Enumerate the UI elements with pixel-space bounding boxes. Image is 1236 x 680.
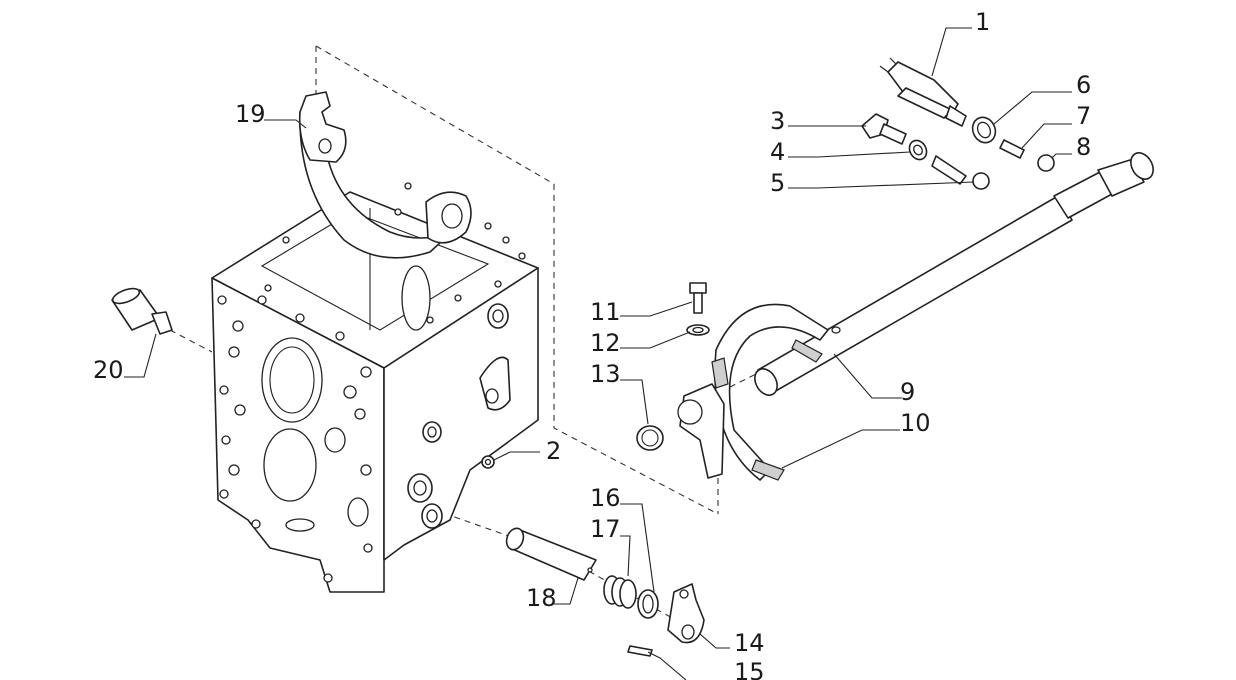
bolt-part-11 [689, 282, 707, 314]
callout-12: 12 [590, 329, 621, 357]
spring-part-5 [931, 155, 990, 190]
callout-5: 5 [770, 169, 785, 197]
callout-4: 4 [770, 138, 785, 166]
callout-8: 8 [1076, 133, 1091, 161]
callout-15: 15 [734, 658, 765, 680]
callout-18: 18 [526, 584, 557, 612]
top-face-bolt-holes [264, 182, 526, 324]
seal-ring-part-6 [971, 116, 997, 144]
callout-19: 19 [235, 100, 266, 128]
selector-rod-part-9 [754, 152, 1154, 396]
ball-part-8 [1037, 154, 1055, 172]
callout-17: 17 [590, 515, 621, 543]
callout-1: 1 [975, 8, 990, 36]
callout-6: 6 [1076, 71, 1091, 99]
washer-part-12 [686, 324, 710, 336]
lever-part-14 [667, 583, 705, 644]
callout-14: 14 [734, 629, 765, 657]
selector-fork-part-10 [677, 303, 829, 481]
bolt-part-3 [861, 113, 907, 145]
small-nut-part-2 [481, 455, 495, 469]
housing-bolt-holes [217, 295, 373, 583]
switch-part-1 [879, 57, 967, 127]
callout-leaders [124, 27, 1072, 680]
callout-16: 16 [590, 484, 621, 512]
shift-fork-part-19 [298, 91, 472, 259]
callout-20: 20 [93, 356, 124, 384]
ring-part-16 [637, 589, 659, 619]
pin-part-7 [999, 139, 1025, 159]
spring-part-17 [603, 575, 637, 609]
bushing-part-13 [636, 425, 664, 451]
callout-13: 13 [590, 360, 621, 388]
callout-10: 10 [900, 409, 931, 437]
callout-labels: 1 2 3 4 5 6 7 8 9 10 11 12 13 14 15 16 1… [93, 8, 1091, 680]
pin-part-18 [505, 527, 597, 581]
plug-part-20 [111, 287, 173, 335]
callout-2: 2 [546, 437, 561, 465]
washer-part-4 [908, 139, 928, 161]
callout-9: 9 [900, 378, 915, 406]
callout-11: 11 [590, 298, 621, 326]
callout-7: 7 [1076, 102, 1091, 130]
roll-pin-part-15 [627, 645, 653, 657]
callout-3: 3 [770, 107, 785, 135]
